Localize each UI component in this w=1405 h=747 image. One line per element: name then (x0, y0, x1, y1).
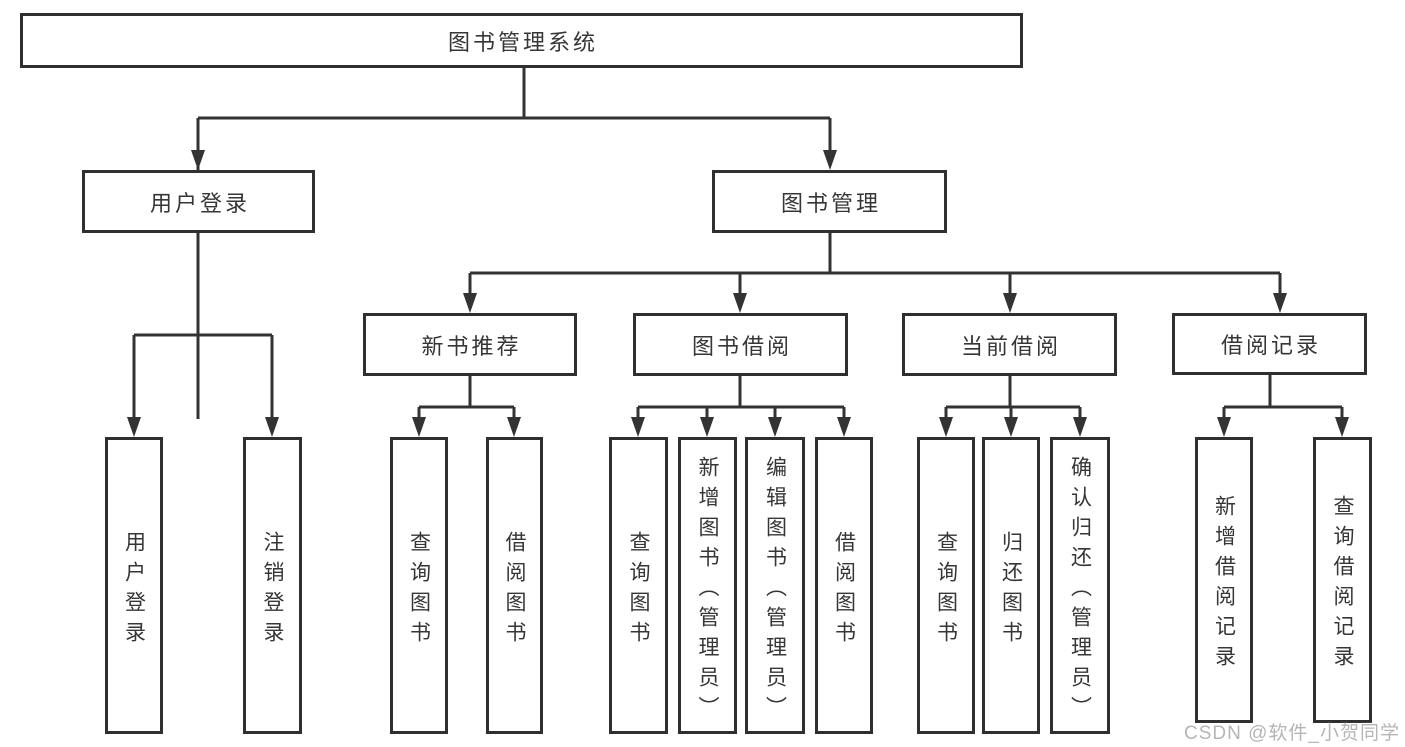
node-current-borrow: 当前借阅 (902, 313, 1117, 376)
leaf-edit-book-admin: 编辑图书（管理员） (745, 437, 805, 734)
leaf-add-book-admin: 新增图书（管理员） (678, 437, 737, 734)
node-user-login-branch: 用户登录 (82, 170, 315, 233)
csdn-watermark: CSDN @软件_小贺同学 (1184, 723, 1400, 744)
node-book-borrow: 图书借阅 (633, 313, 848, 376)
connector-new-books (417, 376, 516, 421)
connector-borrow-records (1222, 375, 1344, 421)
leaf-user-login: 用户登录 (105, 437, 163, 734)
connector-current-borrow (944, 376, 1082, 421)
connector-book-management (468, 233, 1282, 297)
node-root-system: 图书管理系统 (20, 13, 1023, 68)
leaf-query-borrow-record: 查询借阅记录 (1313, 437, 1372, 723)
node-new-book-recommend: 新书推荐 (363, 313, 577, 376)
node-borrow-records: 借阅记录 (1172, 313, 1367, 375)
arrowheads (127, 150, 1349, 437)
connector-user-login (132, 233, 274, 421)
leaf-add-borrow-record: 新增借阅记录 (1195, 437, 1253, 723)
connector-book-borrow (636, 376, 846, 421)
node-book-management-branch: 图书管理 (712, 170, 947, 233)
leaf-borrow-book: 借阅图书 (815, 437, 873, 734)
connector-root (196, 68, 832, 419)
leaf-query-book-recommend: 查询图书 (390, 437, 448, 734)
leaf-query-book-current: 查询图书 (917, 437, 975, 734)
leaf-confirm-return-admin: 确认归还（管理员） (1050, 437, 1110, 734)
leaf-query-book-borrow: 查询图书 (609, 437, 668, 734)
leaf-logout: 注销登录 (243, 437, 302, 734)
leaf-borrow-book-recommend: 借阅图书 (486, 437, 543, 734)
leaf-return-book: 归还图书 (982, 437, 1040, 734)
